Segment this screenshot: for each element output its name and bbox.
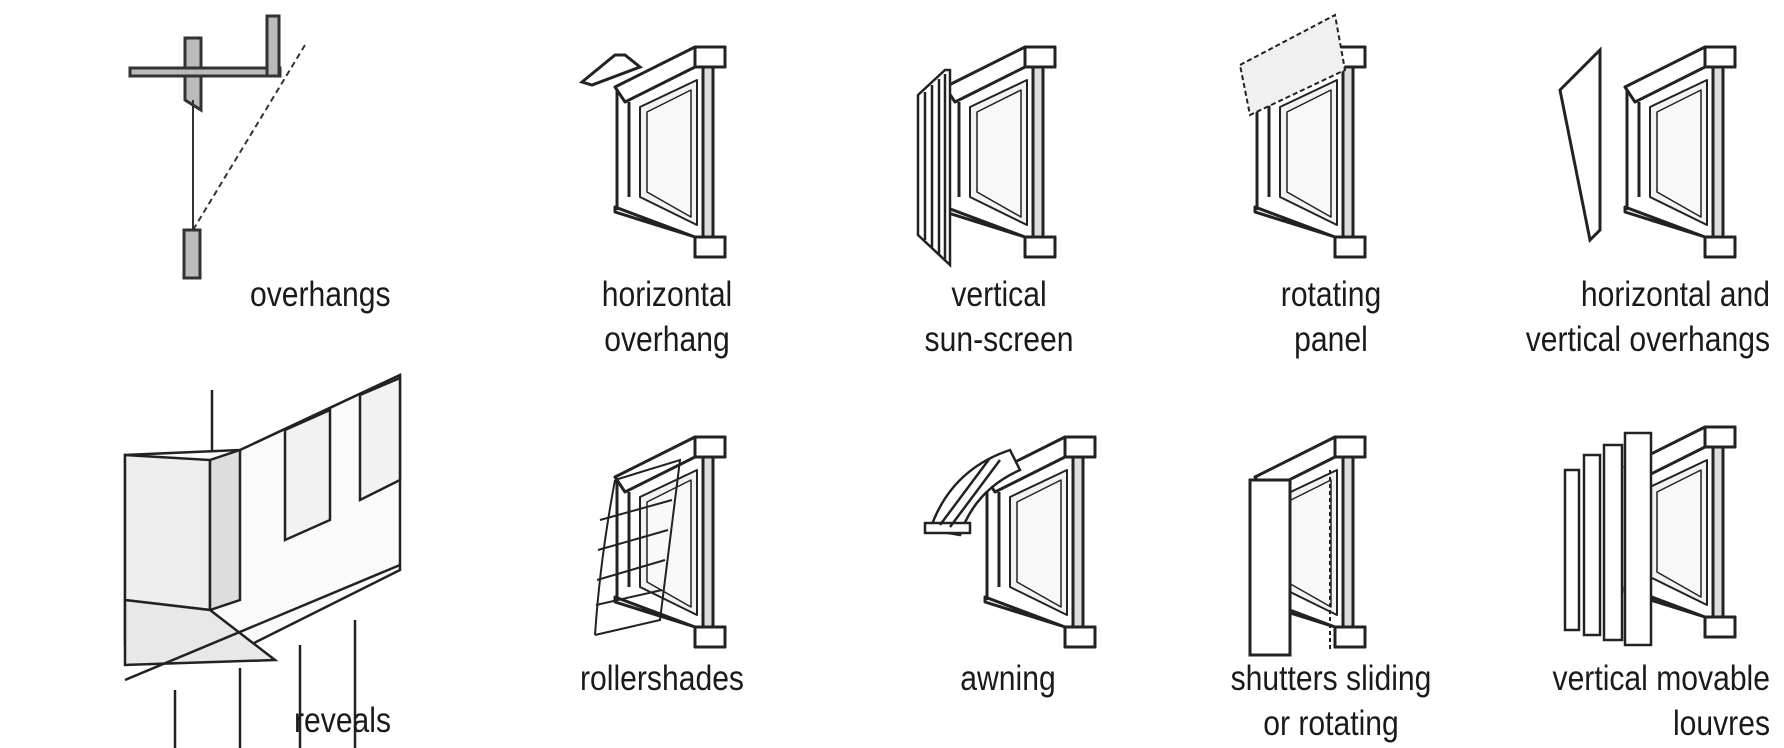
label-overhangs: overhangs xyxy=(250,275,391,314)
rotating-panel-illustration xyxy=(1238,13,1367,259)
rollershades-illustration xyxy=(594,435,727,649)
vertical-sun-screen-illustration xyxy=(916,45,1057,268)
label-awning: awning xyxy=(960,659,1056,698)
label-rollershades: rollershades xyxy=(580,659,744,698)
reveals-illustration xyxy=(123,373,402,748)
label-reveals: reveals xyxy=(294,701,392,740)
shutters-illustration xyxy=(1248,435,1367,657)
awning-illustration xyxy=(923,435,1097,649)
horizontal-overhang-illustration xyxy=(578,45,727,259)
overhangs-illustration xyxy=(128,14,306,280)
horizontal-and-vertical-overhangs-illustration xyxy=(1558,45,1737,259)
vertical-movable-louvres-illustration xyxy=(1563,425,1737,647)
